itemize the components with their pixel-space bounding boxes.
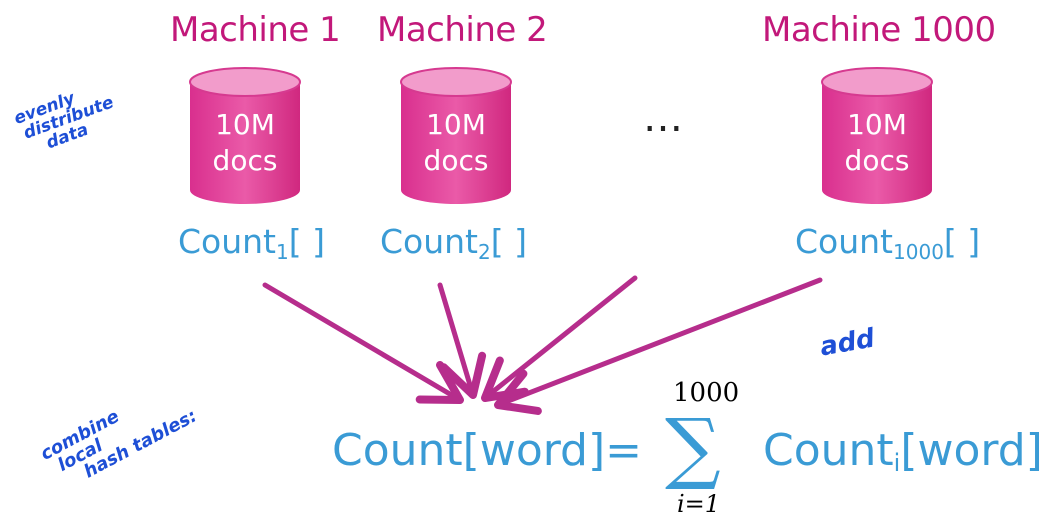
machine-1000-title: Machine 1000: [762, 10, 996, 50]
formula-lhs: Count[word]=: [332, 425, 642, 476]
machine-2-docs-label: 10M docs: [401, 108, 511, 188]
count-brackets: [ ]: [490, 222, 527, 261]
docs-count: 10M: [426, 108, 486, 141]
machine-1-count-label: Count1[ ]: [178, 222, 325, 264]
count-brackets: [ ]: [943, 222, 981, 261]
arrow-from-machine-1000: [494, 277, 823, 415]
count-subscript: 1000: [893, 240, 944, 264]
machine-2-title: Machine 2: [377, 10, 548, 50]
machine-1-database-icon: [189, 67, 301, 204]
machine-1-docs-label: 10M docs: [190, 108, 300, 188]
formula-rhs: Counti[word]: [763, 425, 1043, 477]
count-brackets: [ ]: [288, 222, 325, 261]
machine-1000-docs-label: 10M docs: [822, 108, 932, 188]
formula-rhs-subscript: i: [893, 449, 901, 477]
count-subscript: 1: [276, 240, 289, 264]
formula-lhs-text: Count[word]: [332, 425, 606, 476]
docs-count: 10M: [215, 108, 275, 141]
machine-1000-database-icon: [821, 67, 933, 204]
count-base: Count: [178, 222, 277, 261]
summation-sigma: ∑: [665, 403, 721, 493]
sum-lower-bound: i=1: [677, 490, 721, 518]
docs-word: docs: [212, 144, 278, 177]
machine-1000-count-label: Count1000[ ]: [795, 222, 980, 264]
formula-rhs-brackets: [word]: [900, 425, 1043, 476]
more-machines-ellipsis: …: [643, 95, 683, 141]
machine-2-database-icon: [400, 67, 512, 204]
count-base: Count: [380, 222, 479, 261]
docs-word: docs: [844, 144, 910, 177]
machine-1-title: Machine 1: [170, 10, 341, 50]
formula-equals: =: [605, 425, 643, 476]
arrow-from-machine-2: [437, 282, 487, 399]
formula-rhs-base: Count: [763, 425, 894, 476]
arrow-from-machine-1: [262, 282, 464, 404]
count-base: Count: [795, 222, 894, 261]
sum-upper-bound: 1000: [673, 378, 740, 408]
count-subscript: 2: [478, 240, 491, 264]
docs-count: 10M: [847, 108, 907, 141]
aggregation-arrows: [262, 275, 823, 415]
machine-2-count-label: Count2[ ]: [380, 222, 527, 264]
docs-word: docs: [423, 144, 489, 177]
